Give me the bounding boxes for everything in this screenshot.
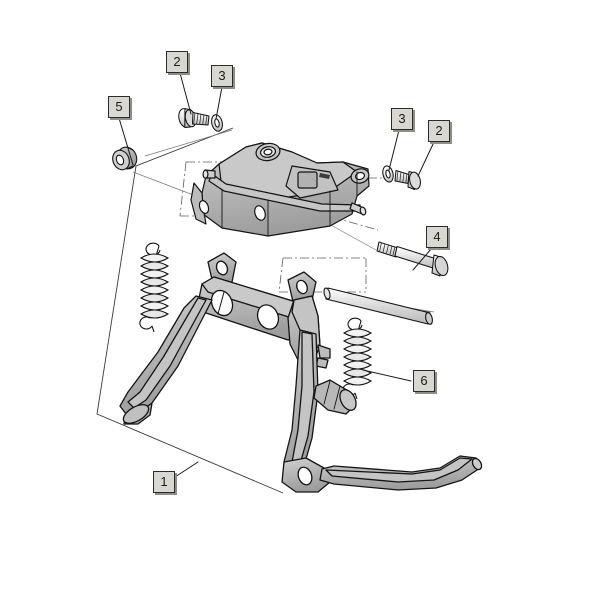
leader-line-2-right: [417, 141, 435, 177]
callout-box-6[interactable]: 6: [413, 370, 435, 392]
part-return-spring-left: [139, 242, 170, 333]
callout-box-2-left[interactable]: 2: [166, 51, 188, 73]
part-pivot-tube: [323, 287, 433, 325]
leader-line-5: [118, 117, 134, 166]
callout-box-1[interactable]: 1: [153, 471, 175, 493]
alignment-outline: [96, 127, 284, 494]
part-washer-right: [382, 165, 394, 183]
leader-line-3-right: [388, 129, 400, 171]
callout-box-3-right[interactable]: 3: [391, 108, 413, 130]
callout-box-3-left[interactable]: 3: [211, 65, 233, 87]
callout-box-5[interactable]: 5: [108, 96, 130, 118]
part-stand-mount-bracket: [190, 142, 370, 237]
leader-line-2-left: [179, 72, 192, 115]
leader-line-4: [412, 247, 433, 271]
part-collar-bush: [112, 146, 138, 171]
leader-line-6: [362, 369, 412, 382]
callout-box-2-right[interactable]: 2: [428, 120, 450, 142]
leader-line-1: [174, 461, 199, 478]
part-long-pivot-bolt: [376, 241, 449, 277]
part-return-spring-right: [342, 317, 373, 400]
leader-line-3-left: [215, 86, 223, 120]
part-flange-bolt-left: [178, 108, 210, 128]
part-washer-left: [211, 114, 223, 132]
part-main-stand-assembly: [119, 252, 483, 493]
callout-box-4[interactable]: 4: [426, 226, 448, 248]
